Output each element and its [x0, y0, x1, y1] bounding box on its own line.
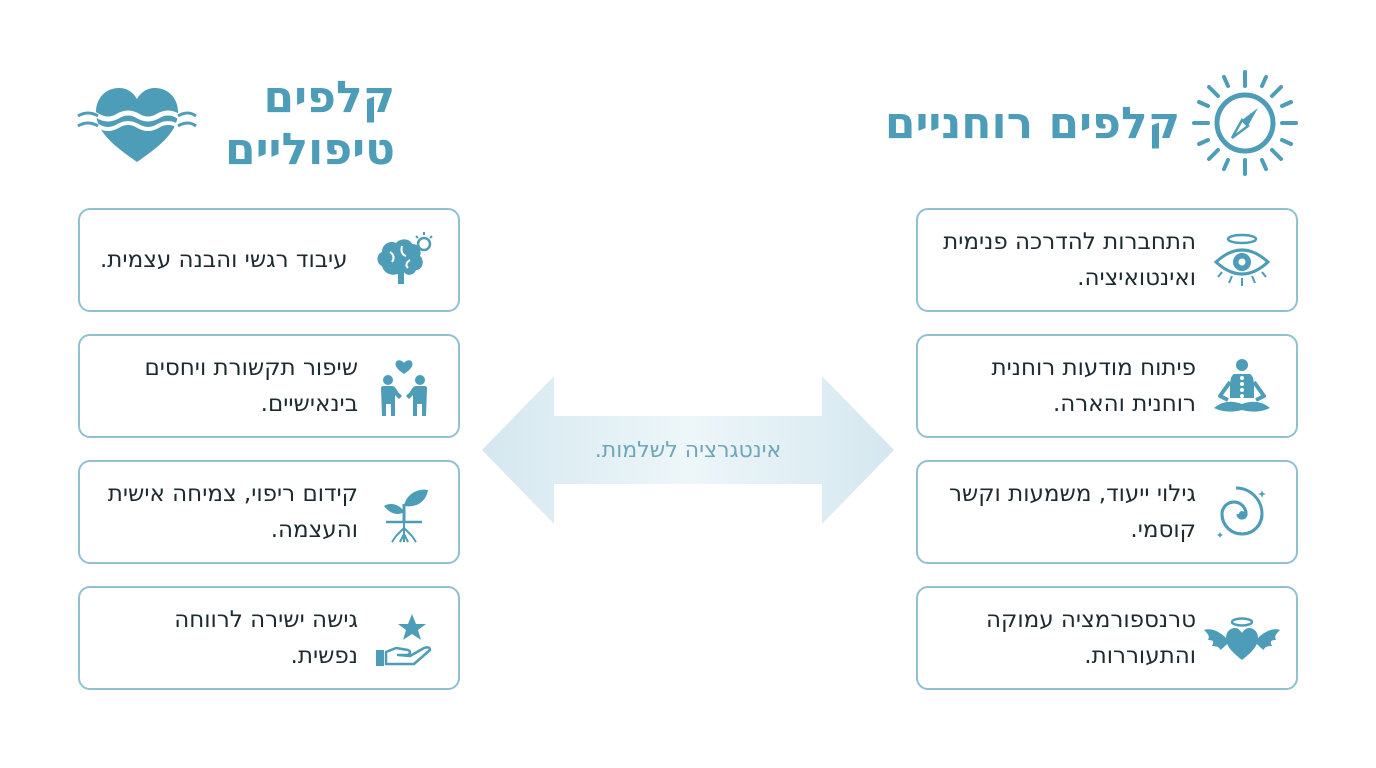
spiritual-card-1: התחברות להדרכה פנימית ואינטואיציה. [916, 208, 1298, 312]
card-text: התחברות להדרכה פנימית ואינטואיציה. [943, 229, 1196, 291]
card-text: טרנספורמציה עמוקה והתעוררות. [985, 607, 1196, 669]
card-text: קידום ריפוי, צמיחה אישית והעצמה. [107, 481, 358, 543]
brain-lightbulb-icon [377, 232, 433, 284]
galaxy-icon [1217, 486, 1266, 538]
therapeutic-title: קלפים טיפוליים [224, 72, 395, 175]
therapeutic-card-4: גישה ישירה לרווחה נפשית. [78, 586, 460, 690]
couple-heart-icon [381, 360, 427, 416]
double-arrow-icon [482, 376, 894, 524]
therapeutic-card-3: קידום ריפוי, צמיחה אישית והעצמה. [78, 460, 460, 564]
therapeutic-card-1: עיבוד רגשי והבנה עצמית. [78, 208, 460, 312]
spiritual-card-2: פיתוח מודעות רוחנית רוחנית והארה. [916, 334, 1298, 438]
sun-compass-icon [1192, 70, 1298, 176]
meditation-chakras-icon [1214, 359, 1270, 412]
eye-halo-icon [1213, 233, 1271, 286]
card-text: גישה ישירה לרווחה נפשית. [174, 607, 358, 669]
card-text: שיפור תקשורת ויחסים בינאישיים. [144, 355, 358, 417]
heart-waves-icon [76, 88, 198, 162]
card-text: פיתוח מודעות רוחנית רוחנית והארה. [991, 355, 1196, 417]
hand-star-icon [376, 614, 432, 666]
card-text: גילוי ייעוד, משמעות וקשר קוסמי. [948, 481, 1196, 543]
spiritual-title: קלפים רוחניים [884, 98, 1180, 149]
therapeutic-card-2: שיפור תקשורת ויחסים בינאישיים. [78, 334, 460, 438]
winged-heart-icon [1204, 617, 1280, 660]
card-text: עיבוד רגשי והבנה עצמית. [100, 247, 348, 273]
sprout-roots-icon [384, 489, 428, 543]
spiritual-card-4: טרנספורמציה עמוקה והתעוררות. [916, 586, 1298, 690]
center-label: אינטגרציה לשלמות. [594, 437, 782, 463]
spiritual-card-3: גילוי ייעוד, משמעות וקשר קוסמי. [916, 460, 1298, 564]
